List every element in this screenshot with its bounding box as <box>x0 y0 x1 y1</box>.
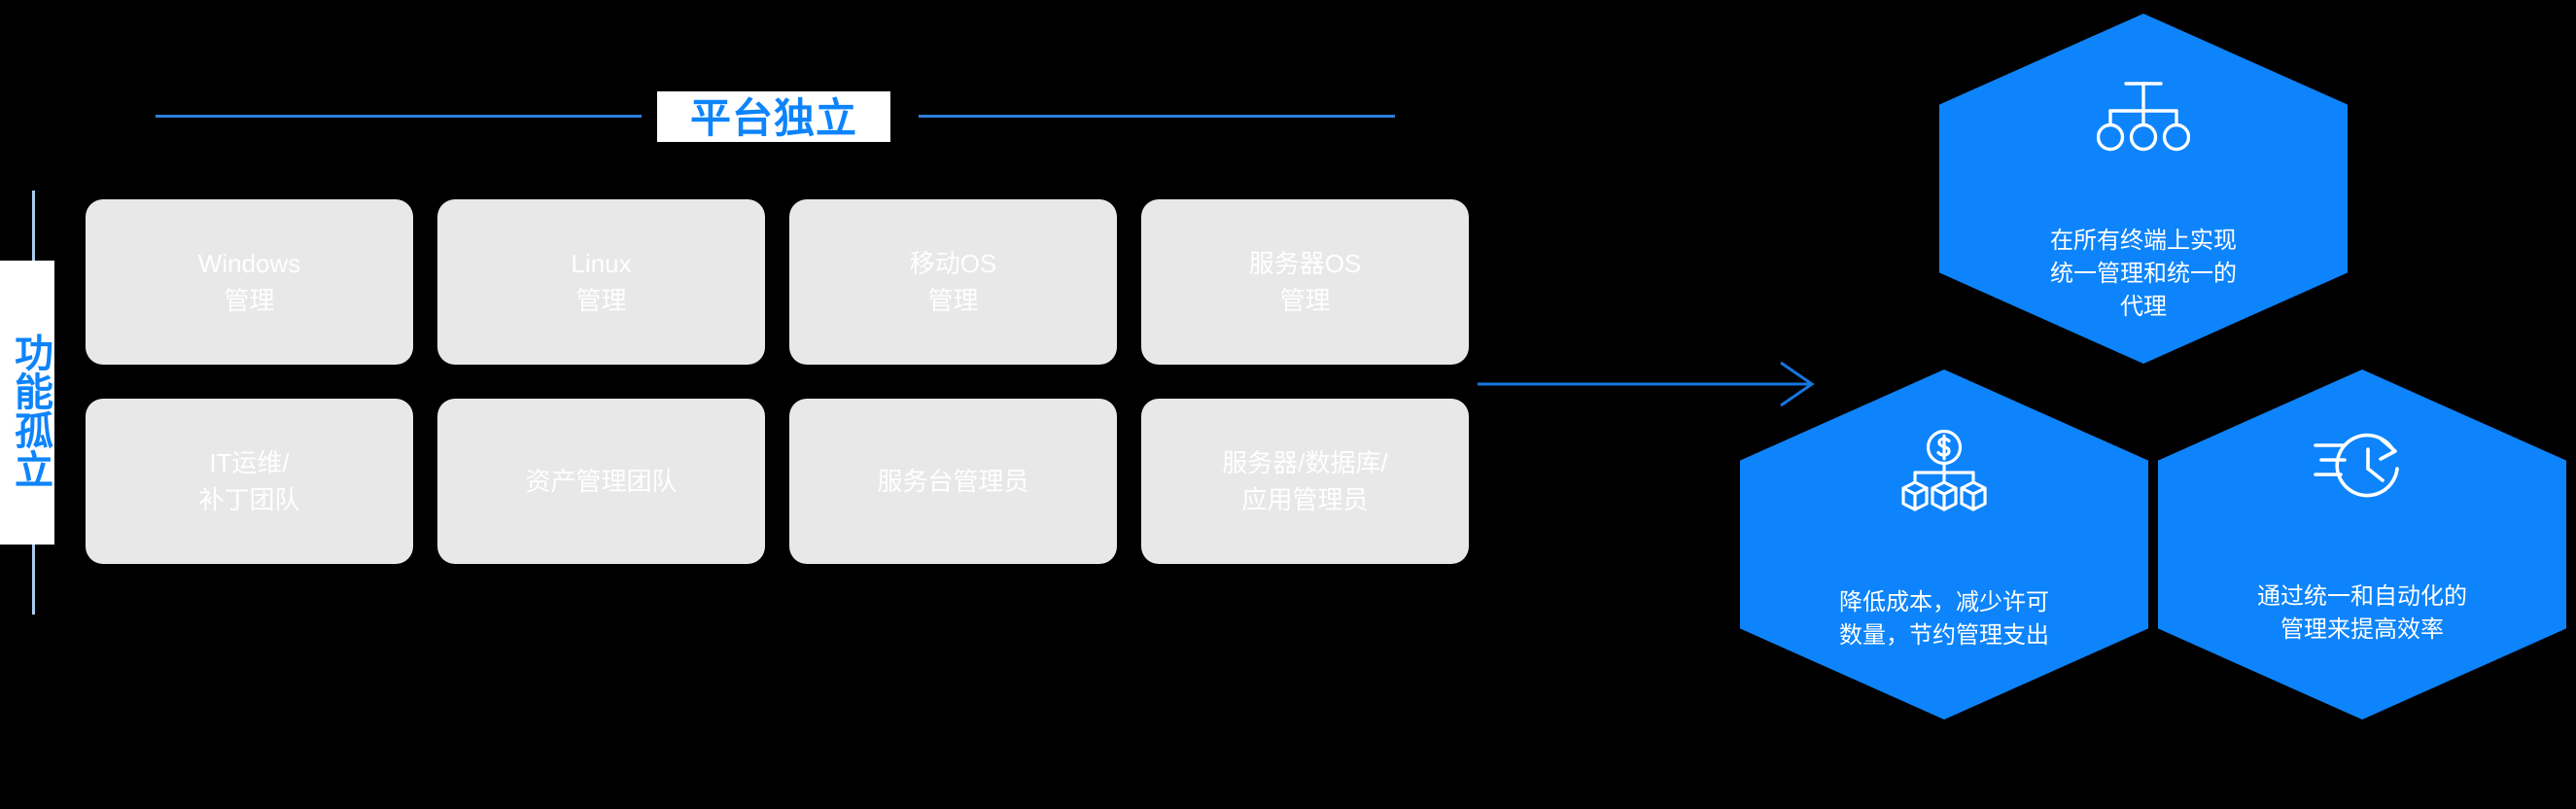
card-windows-management[interactable]: Windows 管理 <box>86 199 413 365</box>
left-axis-label-box <box>0 261 54 545</box>
hexagon-cost-reduction-text: 降低成本，减少许可 数量，节约管理支出 <box>1839 589 2049 649</box>
top-label-box <box>657 91 890 142</box>
card-server-os-management[interactable]: 服务器OS 管理 <box>1141 199 1469 365</box>
top-axis-label: 平台独立 <box>689 94 857 141</box>
card-mobile-os-management[interactable]: 移动OS 管理 <box>789 199 1117 365</box>
hexagon-efficiency[interactable]: 通过统一和自动化的 管理来提高效率 <box>2158 369 2566 720</box>
hexagon-efficiency-text: 通过统一和自动化的 管理来提高效率 <box>2257 583 2467 643</box>
left-axis-line-lower <box>32 545 35 615</box>
top-rule-right <box>919 115 1395 118</box>
card-service-desk-admin[interactable]: 服务台管理员 <box>789 399 1117 564</box>
clock-speed-icon <box>2312 430 2413 516</box>
top-rule-left <box>156 115 642 118</box>
dollar-cubes-icon <box>1897 429 1991 522</box>
transition-arrow <box>1478 345 1828 423</box>
left-axis-line-upper <box>32 191 35 261</box>
left-axis-label: 功能孤立 <box>9 333 52 488</box>
card-linux-management[interactable]: Linux 管理 <box>437 199 765 365</box>
org-hierarchy-icon <box>2096 78 2191 158</box>
hexagon-unified-agent-text: 在所有终端上实现 统一管理和统一的 代理 <box>2050 228 2237 320</box>
hexagon-unified-agent[interactable]: 在所有终端上实现 统一管理和统一的 代理 <box>1939 14 2348 364</box>
card-asset-management-team[interactable]: 资产管理团队 <box>437 399 765 564</box>
arrow-right-icon <box>1478 361 1815 407</box>
card-it-ops-patch-team[interactable]: IT运维/ 补丁团队 <box>86 399 413 564</box>
card-server-db-app-admin[interactable]: 服务器/数据库/ 应用管理员 <box>1141 399 1469 564</box>
